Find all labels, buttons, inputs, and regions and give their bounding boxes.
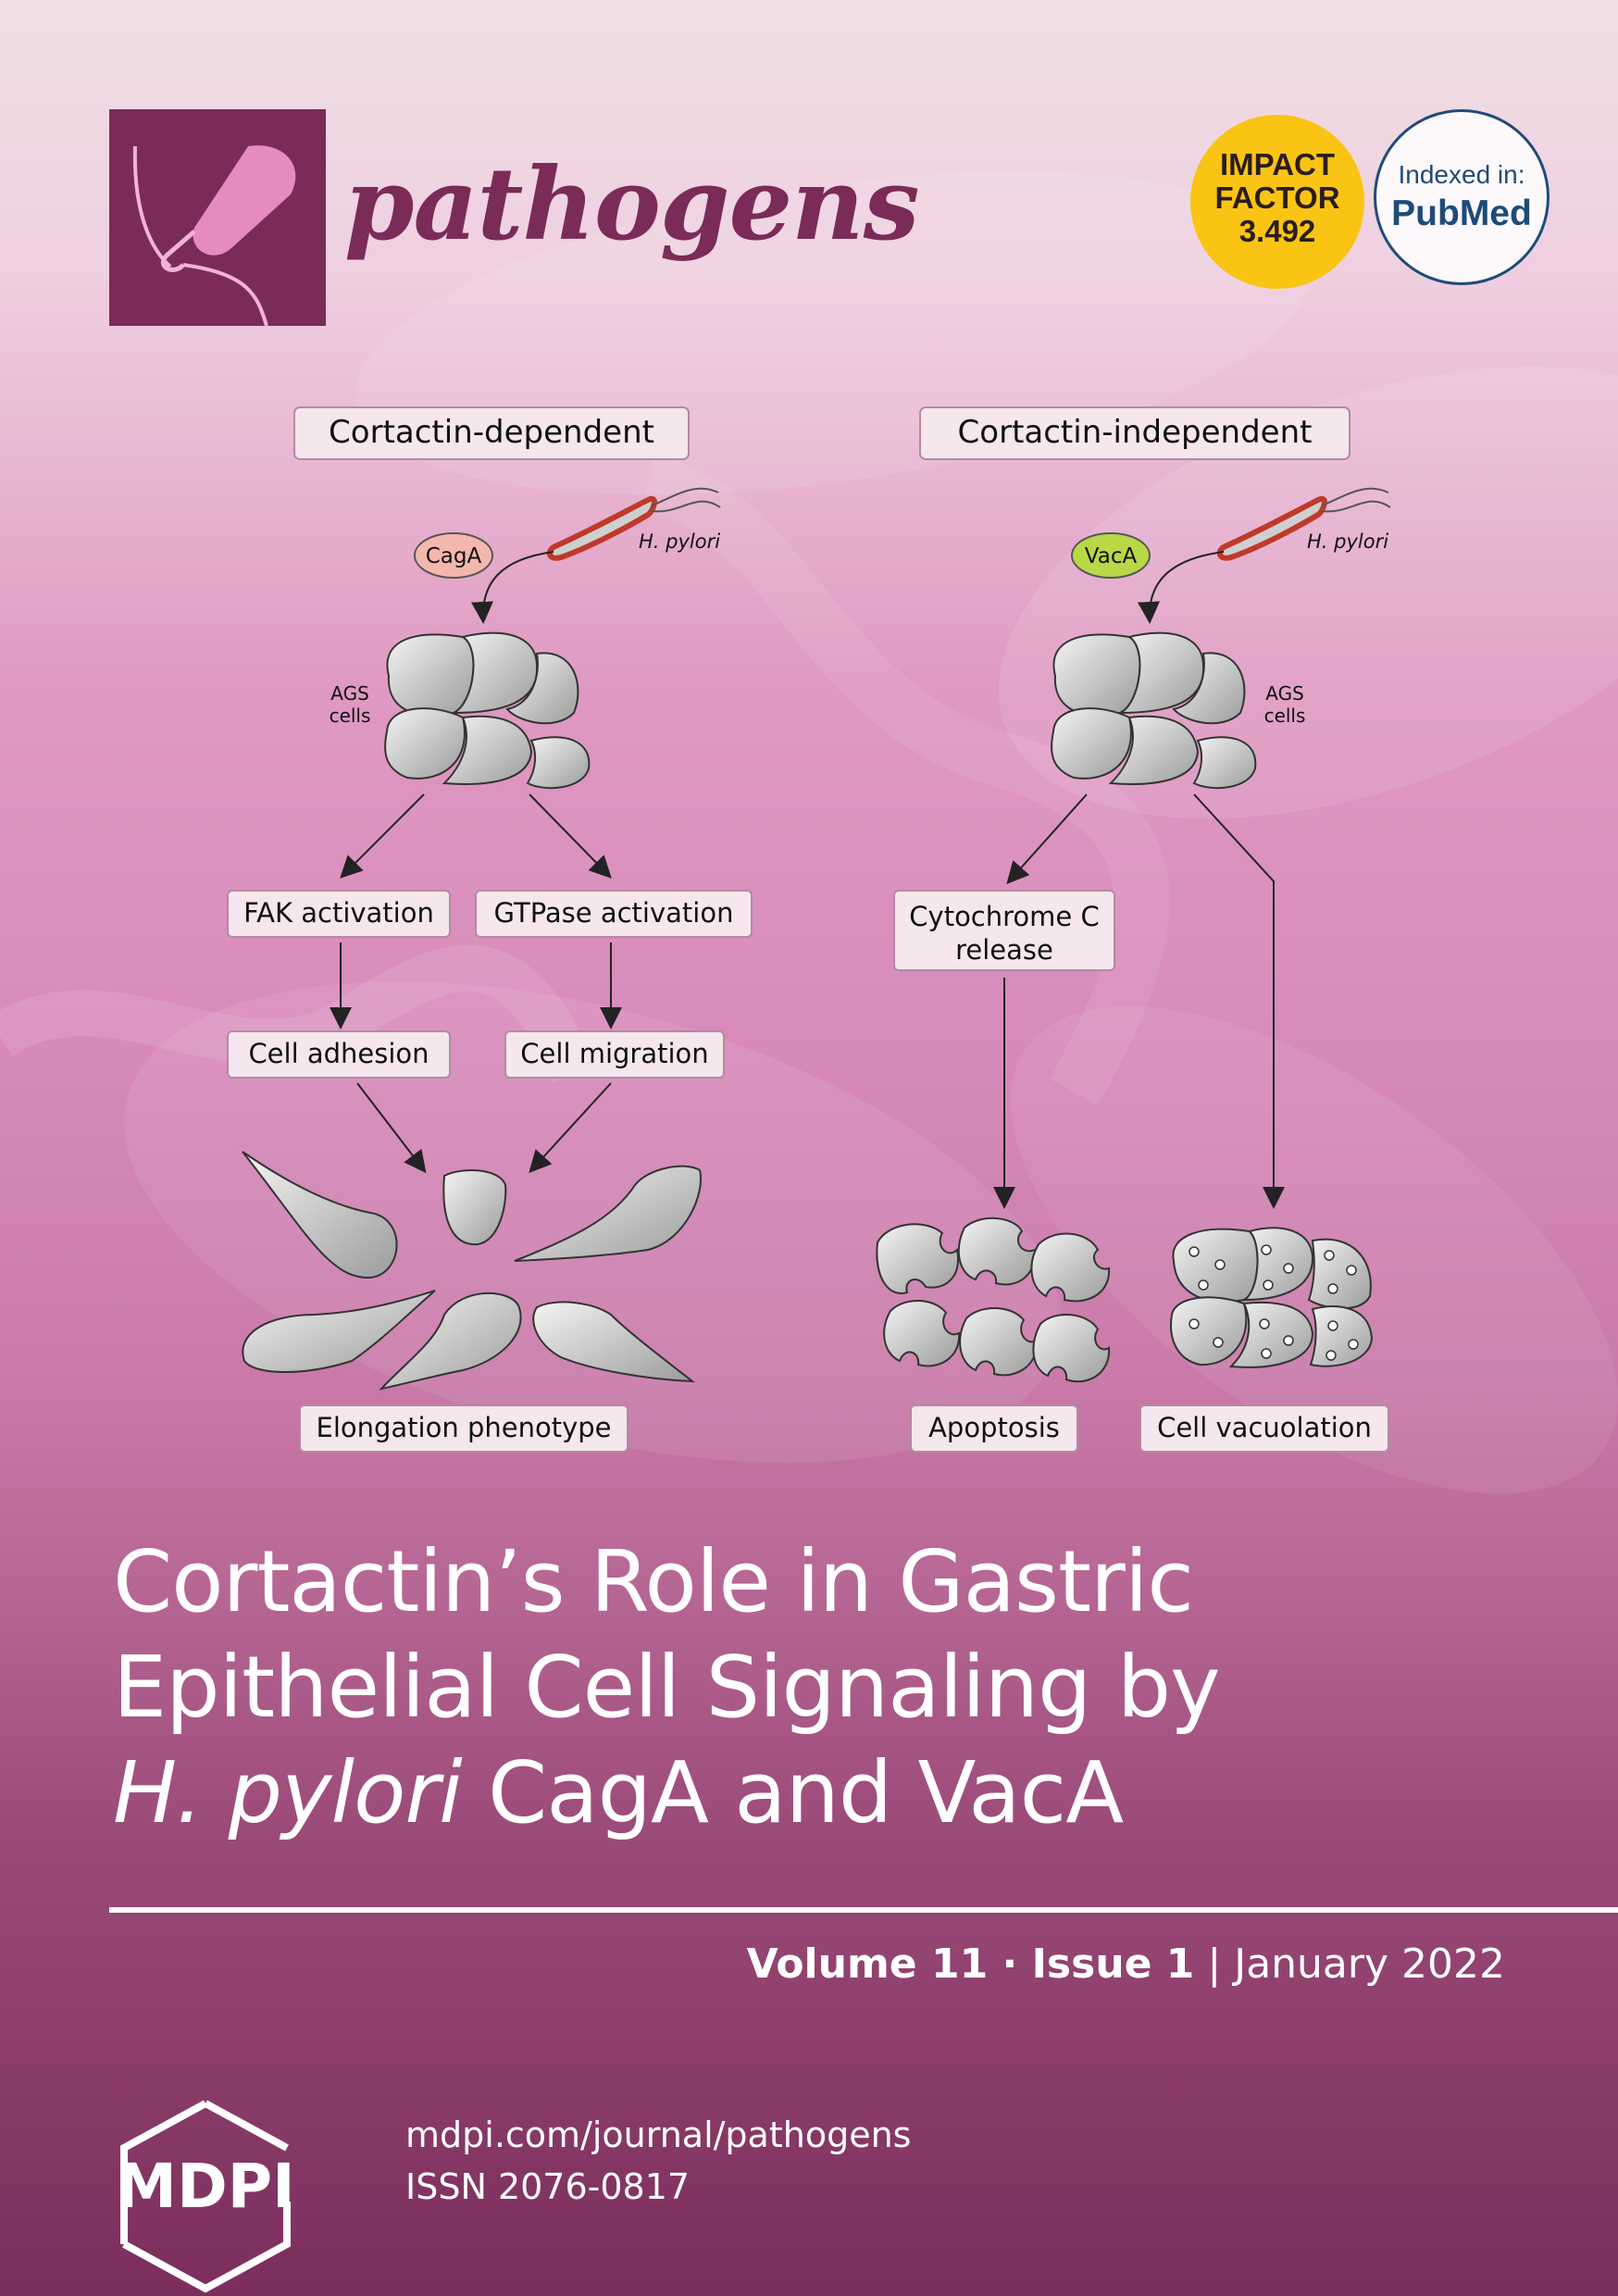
adhesion-text: Cell adhesion <box>248 1038 429 1069</box>
issue-date: January 2022 <box>1234 1940 1505 1988</box>
cytochrome-text-line2: release <box>955 934 1053 966</box>
signaling-diagram: Cortactin-dependent Cortactin-independen… <box>227 406 1391 1453</box>
vacuolation-text: Cell vacuolation <box>1157 1412 1372 1443</box>
right-toxin-text: VacA <box>1085 544 1138 568</box>
cytochrome-text-line1: Cytochrome C <box>909 901 1099 932</box>
elongation-text: Elongation phenotype <box>317 1412 612 1443</box>
gtpase-text: GTPase activation <box>494 897 734 929</box>
cytochrome-box: Cytochrome C release <box>893 890 1115 971</box>
fak-box: FAK activation <box>227 890 451 938</box>
issue-info: Volume 11 · Issue 1 | January 2022 <box>747 1940 1505 1988</box>
impact-label-line2: FACTOR <box>1214 181 1340 215</box>
title-species: H. pylori <box>113 1743 463 1842</box>
issue-separator: · <box>988 1940 1032 1988</box>
right-header-text: Cortactin-independent <box>958 414 1313 451</box>
apoptotic-cells <box>876 1217 1111 1383</box>
left-toxin-text: CagA <box>426 544 482 568</box>
divider-rule <box>109 1907 1618 1913</box>
left-cells-label-line1: AGS <box>330 682 369 705</box>
right-bacterium-icon <box>1216 487 1391 561</box>
pubmed-label: PubMed <box>1391 193 1532 233</box>
left-cells-label-line2: cells <box>330 705 371 727</box>
issn: ISSN 2076-0817 <box>405 2166 691 2207</box>
journal-url[interactable]: mdpi.com/journal/pathogens <box>405 2115 912 2155</box>
left-toxin-oval: CagA <box>414 532 493 579</box>
apoptosis-box: Apoptosis <box>910 1404 1078 1453</box>
adhesion-box: Cell adhesion <box>227 1030 451 1079</box>
right-bacterium-label: H. pylori <box>1307 530 1388 553</box>
impact-value: 3.492 <box>1238 214 1316 248</box>
elongated-cells <box>242 1151 702 1391</box>
indexed-label: Indexed in: <box>1398 160 1525 189</box>
gtpase-box: GTPase activation <box>475 890 753 938</box>
volume-number: Volume 11 <box>746 1940 989 1988</box>
title-line-3: H. pylori CagA and VacA <box>113 1741 1575 1846</box>
issue-divider: | <box>1194 1940 1235 1988</box>
elongation-box: Elongation phenotype <box>299 1404 629 1453</box>
left-header-text: Cortactin-dependent <box>329 414 654 451</box>
right-cells-label-line1: AGS <box>1265 682 1304 705</box>
mdpi-logo-text: MDPI <box>116 2151 294 2222</box>
mdpi-logo: MDPI <box>116 2100 295 2293</box>
vacuolated-cells <box>1170 1227 1374 1368</box>
left-bacterium-label: H. pylori <box>639 530 720 553</box>
vacuolation-box: Cell vacuolation <box>1139 1404 1389 1453</box>
migration-text: Cell migration <box>520 1038 708 1069</box>
journal-logo <box>109 109 326 327</box>
title-line-1: Cortactin’s Role in Gastric <box>113 1532 1194 1631</box>
right-toxin-oval: VacA <box>1071 532 1151 579</box>
left-cell-cluster <box>384 631 591 790</box>
title-line-3-rest: CagA and VacA <box>461 1743 1124 1842</box>
journal-name: pathogens <box>344 146 919 263</box>
impact-label-line1: IMPACT <box>1219 147 1336 181</box>
bacterium-logo-icon <box>132 145 296 327</box>
right-cell-cluster <box>1051 631 1257 790</box>
fak-text: FAK activation <box>243 897 434 929</box>
issue-number: Issue 1 <box>1031 1940 1195 1988</box>
impact-factor-badge: IMPACT FACTOR 3.492 <box>1190 115 1364 289</box>
title-line-2: Epithelial Cell Signaling by <box>113 1638 1221 1737</box>
left-bacterium-icon <box>546 487 721 561</box>
right-cells-label-line2: cells <box>1264 705 1306 727</box>
pubmed-badge: Indexed in: PubMed <box>1374 109 1550 285</box>
cover-title: Cortactin’s Role in Gastric Epithelial C… <box>113 1529 1575 1846</box>
right-header-box: Cortactin-independent <box>919 406 1350 460</box>
migration-box: Cell migration <box>504 1030 725 1079</box>
left-header-box: Cortactin-dependent <box>293 406 690 460</box>
apoptosis-text: Apoptosis <box>928 1412 1060 1443</box>
